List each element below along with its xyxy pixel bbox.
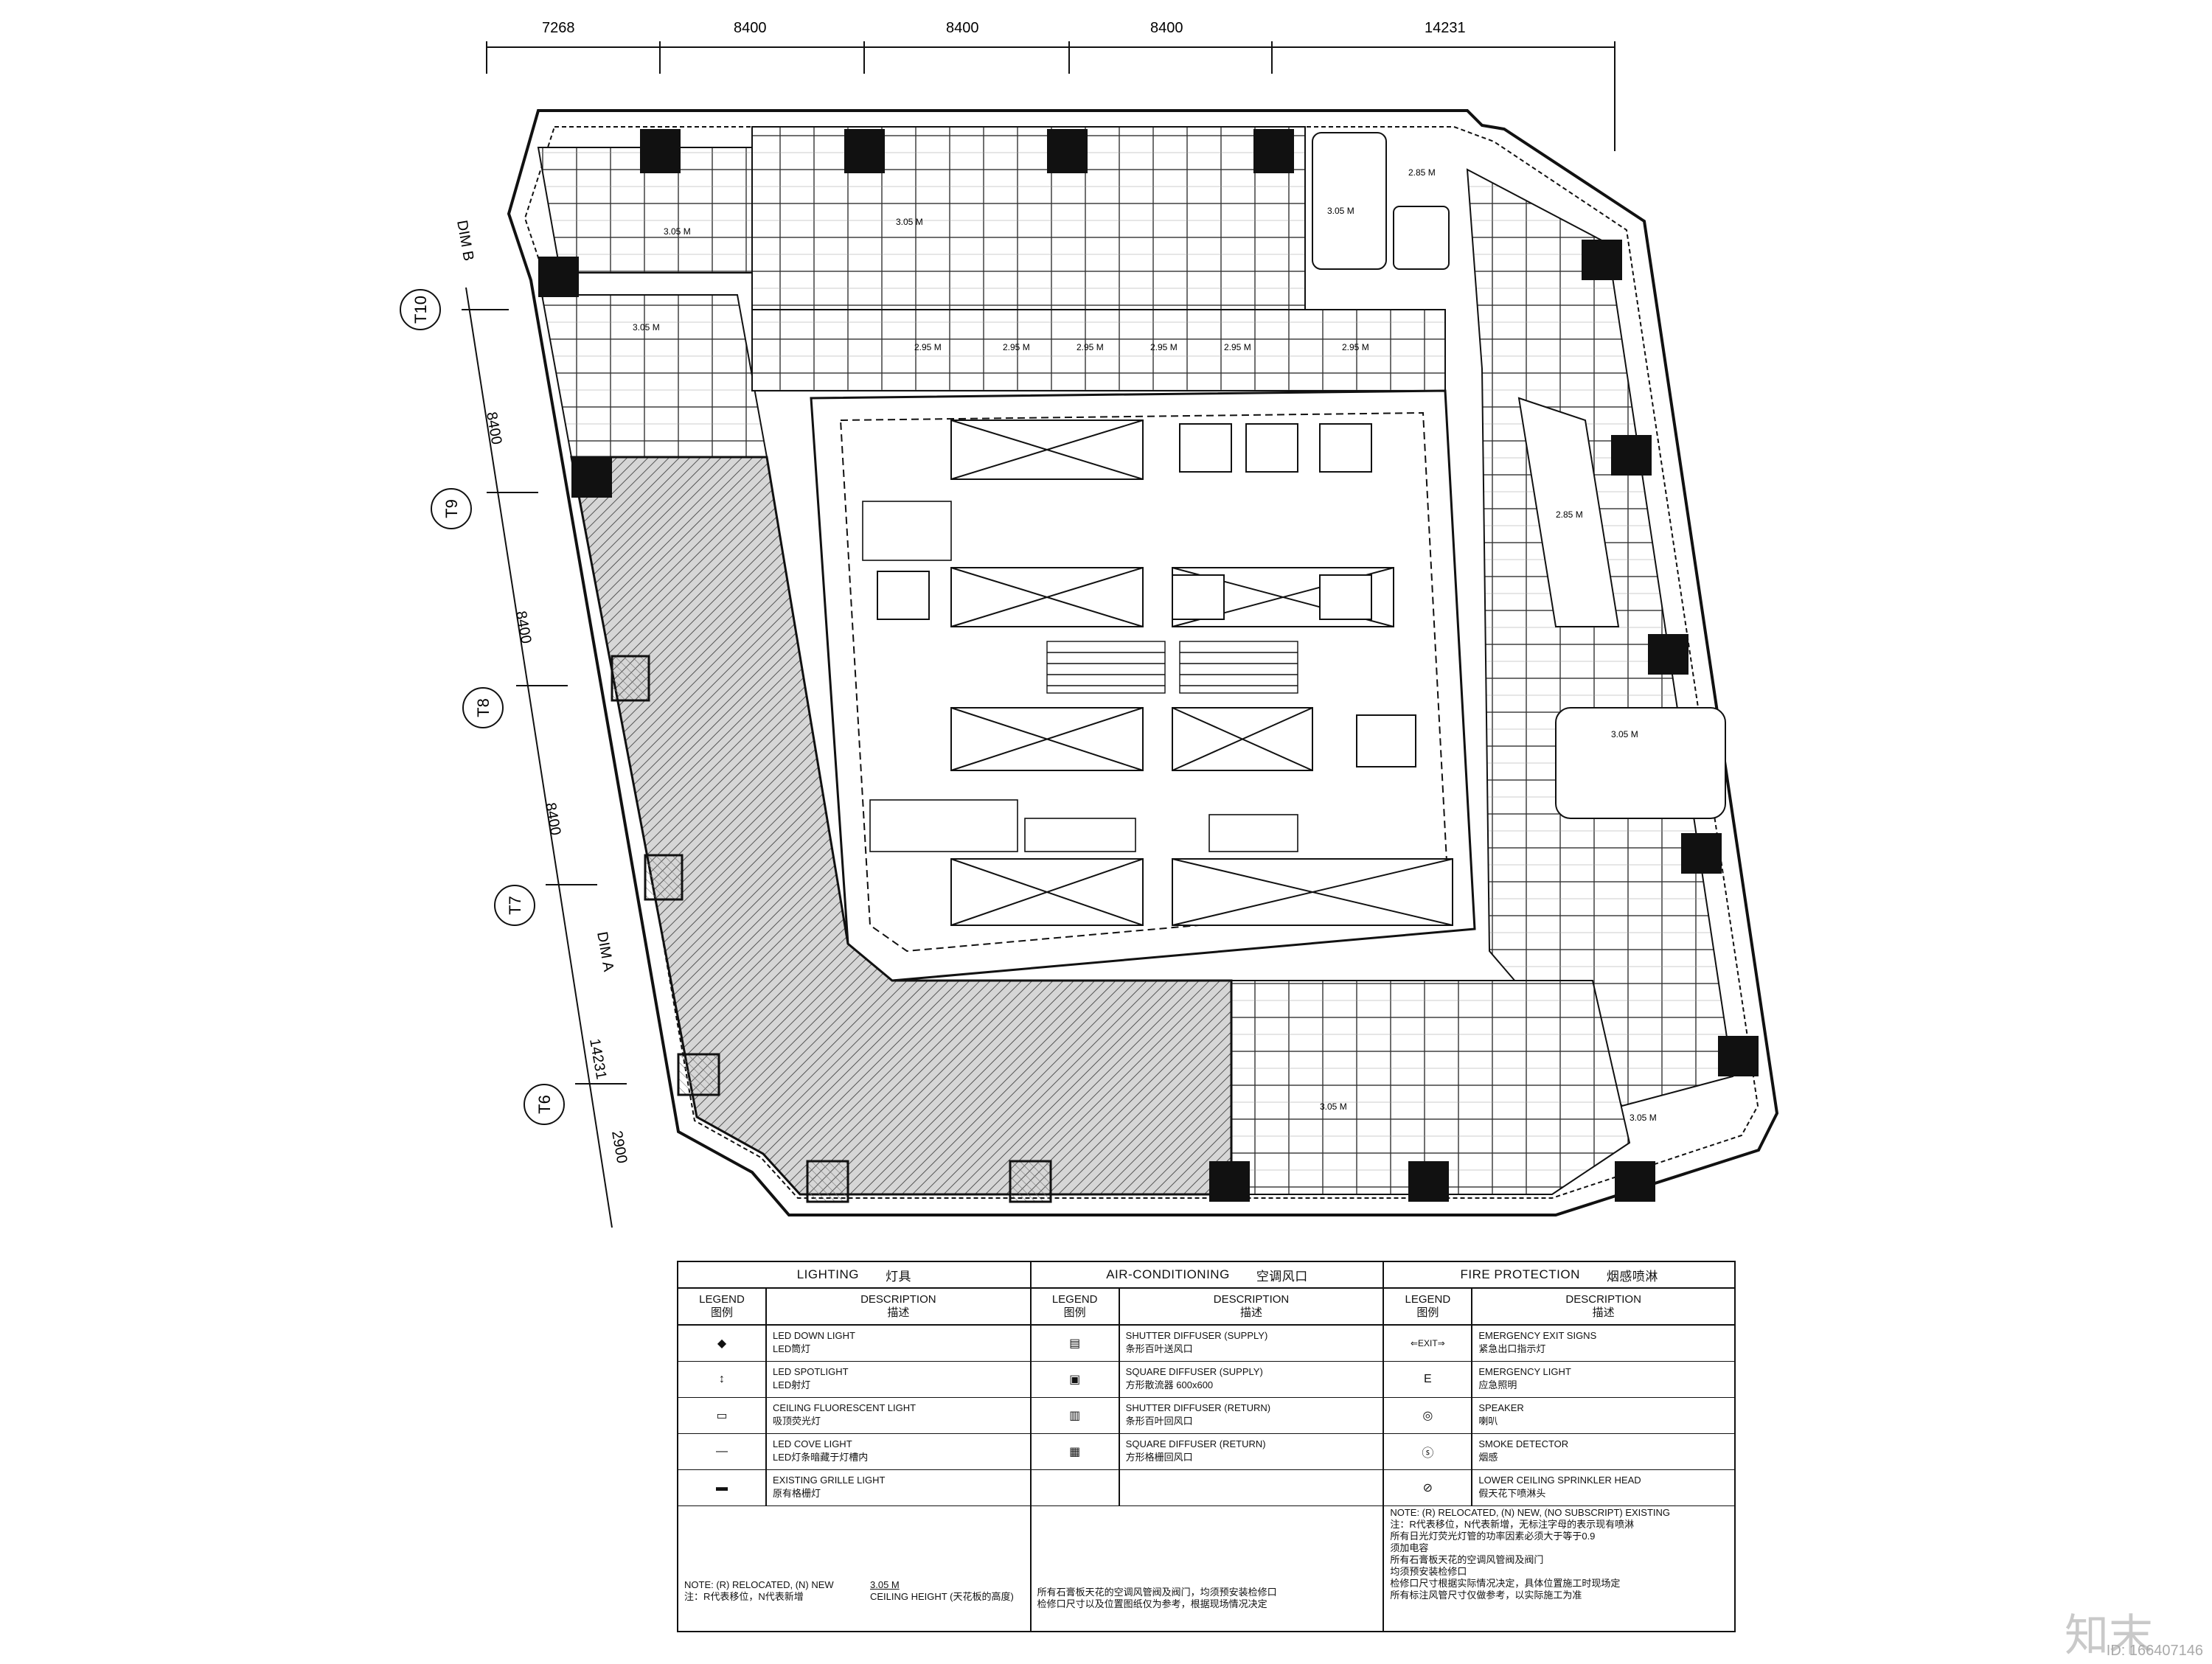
ceiling-height-tag: 2.95 M — [1150, 342, 1178, 352]
side-dimension-line — [462, 287, 627, 1228]
legend-fire-title: FIRE PROTECTION 烟感喷淋 — [1384, 1262, 1735, 1289]
existing-columns — [611, 655, 1052, 1203]
core-inner — [839, 411, 1450, 953]
ceiling-height-tag: 2.95 M — [1342, 342, 1369, 352]
existing-ceiling-zone — [570, 456, 1233, 1196]
ceiling-height-tag: 3.05 M — [1611, 729, 1638, 739]
watermark-id: ID: 166407146 — [2106, 1643, 2203, 1659]
dim-top-1: 7268 — [542, 20, 575, 36]
ceiling-height-tag: 2.95 M — [1224, 342, 1251, 352]
exit-sign-icon: ⇐EXIT⇒ — [1384, 1326, 1473, 1361]
legend-lighting-title: LIGHTING 灯具 — [678, 1262, 1030, 1289]
ceiling-height-tag: 3.05 M — [633, 322, 660, 333]
ceiling-height-tag: 2.85 M — [1408, 167, 1436, 178]
square-diffuser-return-icon: ▦ — [1032, 1434, 1120, 1469]
legend-row-empty — [1031, 1470, 1383, 1506]
shutter-diffuser-supply-icon: ▤ — [1032, 1326, 1120, 1361]
dim-side-5: 2900 — [608, 1129, 630, 1165]
dim-top-2: 8400 — [734, 20, 767, 36]
ceiling-height-tag: 2.95 M — [1077, 342, 1104, 352]
ceiling-height-tag: 3.05 M — [1327, 206, 1354, 216]
stairs — [1046, 641, 1298, 694]
dim-side-3: 8400 — [542, 801, 563, 837]
ceiling-height-tag: 3.05 M — [1630, 1113, 1657, 1123]
legend-row-square-return: ▦SQUARE DIFFUSER (RETURN)方形格栅回风口 — [1031, 1434, 1383, 1470]
top-dimension-line — [486, 41, 1615, 151]
fluorescent-light-icon: ▭ — [678, 1398, 767, 1433]
feature-ceilings — [1312, 132, 1726, 819]
watermark-logo: 知末 — [2065, 1610, 2153, 1662]
cove-light-icon: — — [678, 1434, 767, 1469]
ceiling-height-tag: 3.05 M — [896, 217, 923, 227]
speaker-icon: ◎ — [1384, 1398, 1473, 1433]
ceiling-zone-north — [751, 126, 1306, 310]
led-downlight-icon: ◆ — [678, 1326, 767, 1361]
dim-top-3: 8400 — [946, 20, 979, 36]
legend-ac-note: 所有石膏板天花的空调风管阀及阀门，均须预安装检修口 检修口尺寸以及位置图纸仅为参… — [1037, 1587, 1277, 1609]
grid-axis-t8: T8 — [474, 698, 493, 717]
restrooms — [862, 501, 1298, 852]
dim-side-1: 8400 — [483, 411, 504, 446]
structural-columns — [538, 129, 1759, 1202]
ceiling-height-tag: 2.85 M — [1556, 509, 1583, 520]
ceiling-height-tag: 3.05 M — [1320, 1101, 1347, 1112]
dim-side-2: 8400 — [512, 610, 534, 645]
grille-light-icon: ▬ — [678, 1470, 767, 1505]
legend-row-shutter-supply: ▤SHUTTER DIFFUSER (SUPPLY)条形百叶送风口 — [1031, 1326, 1383, 1362]
ceiling-zone-northwest — [537, 147, 753, 274]
dim-label-a: DIM A — [594, 930, 616, 973]
ceiling-height-tag: 3.05 M — [664, 226, 691, 237]
legend-ceiling-height-key: 3.05 M CEILING HEIGHT (天花板的高度) — [870, 1579, 1014, 1602]
ceiling-height-tag: 2.95 M — [1003, 342, 1030, 352]
square-diffuser-supply-icon: ▣ — [1032, 1362, 1120, 1397]
elevator-shafts — [877, 420, 1453, 926]
grid-axis-bubbles — [400, 289, 565, 1125]
smoke-detector-icon: ⓢ — [1384, 1434, 1473, 1469]
ceiling-zone-west-upper — [540, 294, 768, 458]
legend-row-square-supply: ▣SQUARE DIFFUSER (SUPPLY)方形散流器 600x600 — [1031, 1362, 1383, 1398]
grid-axis-t7: T7 — [506, 896, 524, 915]
dim-top-4: 8400 — [1150, 20, 1183, 36]
grid-axis-t9: T9 — [442, 499, 461, 518]
legend-row-shutter-return: ▥SHUTTER DIFFUSER (RETURN)条形百叶回风口 — [1031, 1398, 1383, 1434]
legend-fire-note: NOTE: (R) RELOCATED, (N) NEW, (NO SUBSCR… — [1390, 1507, 1671, 1601]
legend-lighting-note: NOTE: (R) RELOCATED, (N) NEW 注：R代表移位，N代表… — [684, 1579, 834, 1602]
ceiling-height-tag: 2.95 M — [914, 342, 942, 352]
sprinkler-head-icon: ⊘ — [1384, 1470, 1473, 1505]
legend-ac-title: AIR-CONDITIONING 空调风口 — [1031, 1262, 1383, 1289]
dim-top-5: 14231 — [1425, 20, 1466, 36]
shutter-diffuser-return-icon: ▥ — [1032, 1398, 1120, 1433]
dim-label-b: DIM B — [453, 219, 476, 262]
led-spotlight-icon: ↕ — [678, 1362, 767, 1397]
dim-side-4: 14231 — [586, 1037, 609, 1081]
grid-axis-t6: T6 — [535, 1095, 554, 1114]
emergency-light-icon: E — [1384, 1362, 1473, 1397]
grid-axis-t10: T10 — [411, 296, 430, 324]
